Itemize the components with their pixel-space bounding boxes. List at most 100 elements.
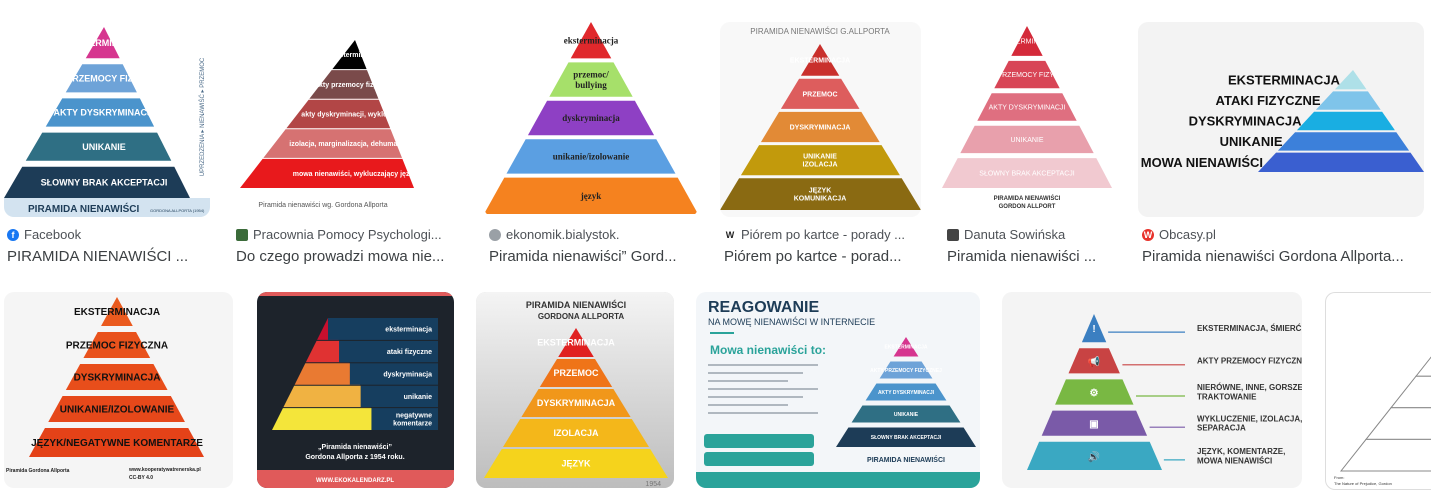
- layer-label: mowa nienawiści, wykluczający język: [293, 171, 414, 178]
- layer-label: AKTY DYSKRYMINACJI: [878, 390, 935, 396]
- pyramid-layer: [29, 428, 204, 457]
- source-name: ekonomik.bialystok.: [506, 227, 620, 242]
- layer-label: UNIKANIE: [82, 142, 126, 152]
- pyramid-layer: [800, 44, 840, 76]
- pyramid-layer: [272, 408, 382, 430]
- image-text: GORDONA ALLPORTA: [538, 312, 625, 321]
- layer-label: DYSKRYMINACJA: [537, 398, 616, 408]
- layer-label: KOMUNIKACJA: [794, 196, 847, 203]
- source-name: Pracownia Pomocy Psychologi...: [253, 227, 442, 242]
- image-text: WWW.EKOKALENDARZ.PL: [316, 478, 394, 484]
- layer-label: MOWA NIENAWIŚCI: [1197, 456, 1272, 465]
- layer-label: UNIKANIE: [894, 412, 919, 418]
- layer-label: eksterminacja: [385, 326, 432, 333]
- pyramid-image: EKSTERMINACJAPRZEMOCDYSKRYMINACJAUNIKANI…: [720, 27, 921, 210]
- result-title[interactable]: PIRAMIDA NIENAWIŚCI ...: [7, 248, 189, 265]
- layer-icon: !: [1092, 324, 1095, 335]
- layer-label: WYKLUCZENIE, IZOLACJA,: [1197, 414, 1302, 423]
- image-result-thumbnail[interactable]: EKSTERMINACJA AKTY PRZEMOCY FIZYCZNEJ AKTY…: [4, 22, 210, 217]
- layer-label: IZOLACJA: [803, 162, 838, 169]
- layer-label: EKSTERMINACJA: [65, 38, 143, 48]
- layer-label: AKTY DYSKRYMINACJI: [53, 108, 154, 118]
- layer-label: EKSTERMINACJA: [998, 38, 1057, 45]
- layer-label: unikanie/izolowanie: [553, 152, 630, 162]
- pyramid-layer: [879, 361, 933, 379]
- image-text: Piramida Gordona Allporta: [6, 468, 70, 474]
- layer-label: AKTY PRZEMOCY FIZYCZNEJ: [39, 73, 168, 83]
- layer-label: DYSKRYMINACJA: [74, 373, 161, 384]
- image-text: 1954: [645, 481, 661, 488]
- source-name: Piórem po kartce - porady ...: [741, 227, 906, 242]
- image-text: GORDON ALLPORT: [999, 204, 1056, 210]
- source-name: Facebook: [24, 227, 82, 242]
- pyramid-layer: [309, 70, 379, 99]
- avatar-icon: [947, 228, 959, 241]
- layer-label: akty dyskryminacji, wykluczenie: [301, 111, 408, 118]
- layer-label: UNIKANIE/IZOLOWANIE: [60, 405, 175, 416]
- result-source[interactable]: W Piórem po kartce - porady ...: [724, 227, 934, 242]
- pyramid-layer: [1041, 410, 1148, 436]
- pyramid-layer: [1068, 348, 1120, 374]
- result-title[interactable]: Do czego prowadzi mowa nie...: [236, 248, 445, 265]
- layer-label: SEPARACJA: [1197, 424, 1246, 433]
- image-caption: Piramida nienawiści wg. Gordona Allporta: [258, 202, 387, 209]
- image-text: Mowa nienawiści to:: [710, 343, 826, 357]
- result-title[interactable]: Piramida nienawiści” Gord...: [489, 248, 677, 265]
- pyramid-layer: [1055, 379, 1134, 405]
- layer-label: dyskryminacja: [383, 371, 432, 378]
- layer-label: PRZEMOC FIZYCZNA: [66, 341, 168, 352]
- result-caption[interactable]: ekonomik.bialystok. Piramida nienawiści” …: [489, 227, 699, 265]
- image-result-thumbnail[interactable]: Dis...Avoidan...Anti-locutionFrom:The Na…: [1325, 292, 1431, 490]
- pyramid-image: EKSTERMINACJA AKTY PRZEMOCY FIZYCZNEJ AKTY…: [4, 27, 210, 217]
- layer-label: izolacja, marginalizacja, dehumanizacja: [289, 141, 414, 148]
- result-title[interactable]: Piramida nienawiści Gordona Allporta...: [1142, 248, 1404, 265]
- pyramid-layer: [503, 419, 649, 447]
- result-title[interactable]: Piramida nienawiści ...: [947, 248, 1097, 265]
- pyramid-image: !EKSTERMINACJA, ŚMIERĆ📢AKTY PRZEMOCY FIZ…: [1027, 314, 1302, 470]
- image-text: PIRAMIDA NIENAWIŚCI: [867, 455, 945, 464]
- pyramid-layer: [484, 449, 668, 478]
- result-title[interactable]: Piórem po kartce - porad...: [724, 248, 902, 265]
- result-source[interactable]: Pracownia Pomocy Psychologi...: [236, 227, 446, 242]
- layer-label: ATAKI FIZYCZNE: [1216, 93, 1321, 108]
- result-caption[interactable]: Pracownia Pomocy Psychologi... Do czego p…: [236, 227, 446, 265]
- result-caption[interactable]: W Piórem po kartce - porady ... Piórem po …: [724, 227, 934, 265]
- pyramid-layer: [760, 111, 880, 143]
- image-text: PIRAMIDA NIENAWIŚCI: [994, 195, 1061, 202]
- pyramid-layer: [558, 328, 594, 357]
- layer-label: DYSKRYMINACJA: [1189, 114, 1303, 129]
- layer-label: EKSTERMINACJA, ŚMIERĆ: [1197, 324, 1302, 333]
- layer-label: UNIKANIE: [803, 154, 837, 161]
- pyramid-layer: [1389, 375, 1431, 409]
- result-source[interactable]: ekonomik.bialystok.: [489, 227, 699, 242]
- pyramid-layer: [1081, 314, 1107, 343]
- image-result-thumbnail[interactable]: !EKSTERMINACJA, ŚMIERĆ📢AKTY PRZEMOCY FIZ…: [1002, 292, 1302, 488]
- pyramid-layer: [539, 359, 613, 387]
- result-source[interactable]: Danuta Sowińska: [947, 227, 1157, 242]
- pyramid-layer: [305, 340, 350, 363]
- source-name: Danuta Sowińska: [964, 227, 1066, 242]
- pyramid-layer: [893, 337, 919, 357]
- layer-label: AKTY DYSKRYMINACJI: [989, 104, 1066, 111]
- layer-icon: ▣: [1089, 419, 1098, 430]
- wordpress-w-icon: W: [724, 228, 736, 241]
- pyramid-layer: [65, 64, 137, 93]
- pyramid-layer: [85, 27, 120, 59]
- image-heading: PIRAMIDA NIENAWIŚCI: [526, 299, 626, 310]
- layer-label: UNIKANIE: [1220, 134, 1283, 149]
